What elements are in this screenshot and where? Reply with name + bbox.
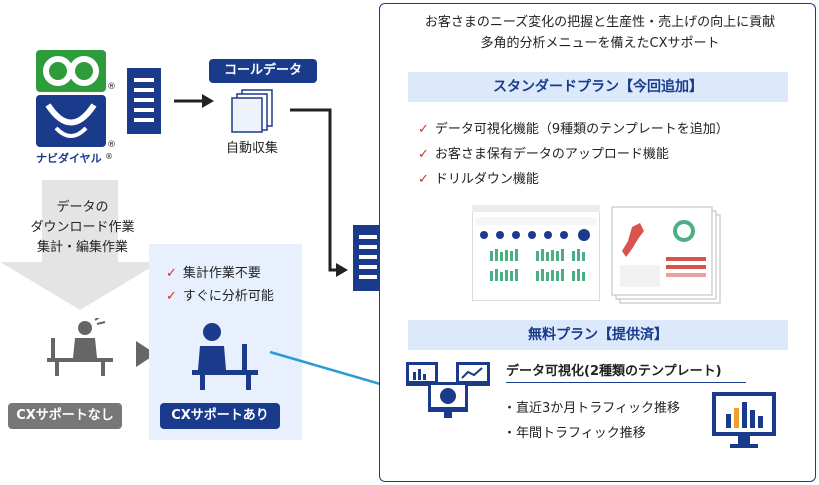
- standard-feature-1: ✓データ可視化機能（9種類のテンプレートを追加）: [418, 122, 729, 137]
- standard-plan-heading: スタンダードプラン【今回追加】: [408, 72, 788, 102]
- stressed-person-icon: [45, 315, 115, 382]
- auto-collect-label: 自動収集: [226, 141, 279, 156]
- happy-person-icon: [188, 320, 262, 394]
- without-cx-label: CXサポートなし: [8, 403, 122, 429]
- reg-mark-3: ®: [105, 152, 113, 161]
- intro-line-2: 多角的分析メニューを備えたCXサポート: [480, 36, 720, 51]
- server-icon-center: [353, 225, 383, 295]
- arrow-right-icon: [174, 93, 214, 113]
- triangle-right-icon: [136, 341, 156, 371]
- with-check-1: ✓集計作業不要: [166, 266, 261, 281]
- free-feature-title: データ可視化(2種類のテンプレート): [506, 360, 746, 383]
- left-flow-text: データの ダウンロード作業 集計・編集作業: [10, 198, 155, 258]
- connector-line: [290, 108, 350, 282]
- free-bullet-1: ・直近3か月トラフィック推移: [503, 401, 681, 416]
- standard-feature-3: ✓ドリルダウン機能: [418, 172, 539, 187]
- dashboard-screenshot: [471, 204, 601, 305]
- freedial-logo: ® ® ナビダイヤル ®: [36, 50, 116, 168]
- flow-line-3: 集計・編集作業: [36, 240, 128, 255]
- monitor-bar-chart-icon: [712, 392, 776, 454]
- call-data-label: コールデータ: [209, 59, 317, 83]
- with-check-2: ✓すぐに分析可能: [166, 289, 274, 304]
- free-plan-heading: 無料プラン【提供済】: [408, 320, 788, 350]
- intro-line-1: お客さまのニーズ変化の把握と生産性・売上げの向上に貢献: [424, 15, 776, 30]
- free-bullet-2: ・年間トラフィック推移: [503, 426, 646, 441]
- panel-intro: お客さまのニーズ変化の把握と生産性・売上げの向上に貢献 多角的分析メニューを備え…: [390, 12, 810, 54]
- flow-line-1: データの: [56, 200, 109, 215]
- server-icon: [127, 68, 161, 138]
- dashboard-screenshot-stack: [610, 205, 722, 309]
- reg-mark: ®: [107, 82, 116, 92]
- standard-feature-2: ✓お客さま保有データのアップロード機能: [418, 147, 669, 162]
- reg-mark-2: ®: [107, 140, 116, 150]
- document-stack-icon: [230, 88, 276, 138]
- brand-text: ナビダイヤル: [36, 152, 102, 165]
- flow-line-2: ダウンロード作業: [30, 220, 135, 235]
- with-cx-label: CXサポートあり: [160, 403, 280, 429]
- monitor-chart-icon: [404, 360, 494, 426]
